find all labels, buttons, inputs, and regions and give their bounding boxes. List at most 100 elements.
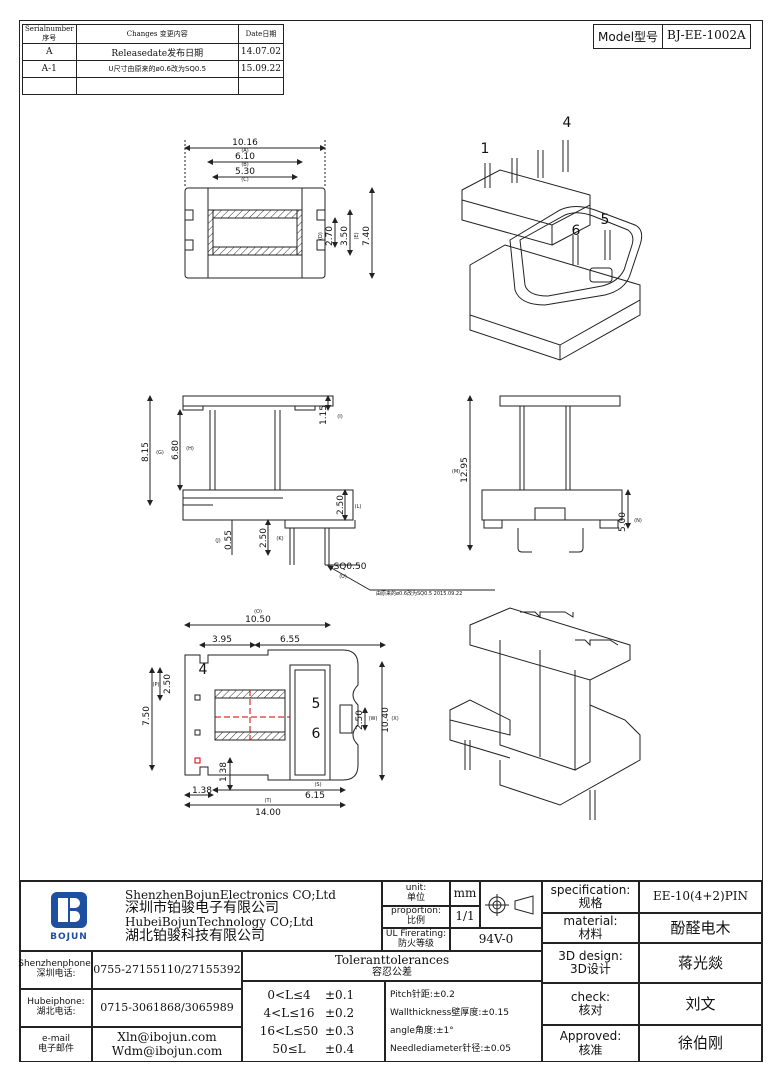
wall-tol: Wallthickness壁厚度:±0.15 (390, 1007, 509, 1018)
company-cn-2: 湖北铂骏科技有限公司 (125, 927, 265, 944)
design-label: 3D design: 3D设计 (542, 943, 639, 983)
dim-w: 2.50 (355, 710, 365, 730)
dim-u: SQ0.50 (334, 562, 367, 572)
front-view (147, 395, 360, 566)
check-value: 刘文 (639, 983, 762, 1025)
dim-h: 6.80 (171, 440, 181, 460)
tol-value: ±0.2 (325, 1005, 355, 1020)
technical-drawing: 10.16 (A) 6.10 (B) 5.30 (C) 2.70 (D) 3.5… (141, 115, 643, 820)
tol-title: Toleranttolerances (334, 952, 450, 967)
logo-text: BOJUN (50, 932, 88, 942)
proportion-value: 1/1 (450, 906, 480, 928)
bottom-view (149, 622, 386, 808)
company-en-1: ShenzhenBojunElectronics CO;Ltd (125, 887, 336, 902)
sz-phone-label: Shenzhenphone: 深圳电话: (18, 951, 94, 989)
tol-range: 50≤L (272, 1041, 306, 1056)
dim-l: 2.50 (336, 495, 346, 515)
needle-tol: Needlediameter针径:±0.05 (390, 1043, 511, 1054)
tol-value: ±0.1 (325, 987, 355, 1002)
dim-g-tag: (G) (156, 450, 164, 456)
projection-symbol (480, 881, 542, 928)
dim-i-tag: (I) (337, 414, 342, 420)
dim-y: 1.38 (219, 762, 229, 782)
pin-label-6-bottom: 6 (312, 726, 321, 742)
dim-b: 6.10 (235, 152, 255, 162)
dim-o: 10.50 (245, 615, 271, 625)
tol-value: ±0.4 (325, 1041, 355, 1056)
tol-range: 4<L≤16 (263, 1005, 315, 1020)
email-1: Xln@ibojun.com (117, 1030, 217, 1045)
dim-s-tag: (S) (314, 782, 321, 788)
unit-label: unit: 单位 (382, 881, 450, 906)
dim-f: 7.40 (362, 226, 372, 246)
tolerance-header: Toleranttolerances 容忍公差 (242, 951, 542, 981)
revision-table: Serialnumber序号 Changes 变更内容 Date日期 A Rel… (22, 24, 285, 95)
pin-label-1: 1 (481, 141, 490, 157)
revision-note: 由原来的ø0.6改为SQ0.5 2015.09.22 (376, 590, 462, 597)
top-view (184, 140, 375, 279)
check-label: check: 核对 (542, 983, 639, 1025)
bojun-logo: BOJUN (27, 888, 113, 944)
spec-label: specification: 规格 (542, 881, 639, 913)
dim-x: 10.40 (381, 707, 391, 733)
company-cn-1: 深圳市铂骏电子有限公司 (125, 900, 279, 917)
pin-label-5-bottom: 5 (312, 696, 321, 712)
material-label: material: 材料 (542, 913, 639, 943)
pin-label-4: 4 (563, 115, 572, 131)
model-value: BJ-EE-1002A (667, 28, 746, 42)
design-value: 蒋光燚 (639, 943, 762, 983)
approved-value: 徐伯刚 (639, 1025, 762, 1062)
dim-u-tag: (U) (339, 574, 347, 580)
ul-label: UL Firerating: 防火等级 (382, 928, 450, 951)
company-en-2: HubeiBojunTechnology CO;Ltd (125, 915, 314, 929)
dim-c: 5.30 (235, 167, 255, 177)
dim-a: 10.16 (232, 138, 258, 148)
projection-icon (485, 893, 534, 916)
material-value: 酚醛电木 (639, 913, 762, 943)
dim-g: 8.15 (141, 442, 151, 462)
dim-j: 0.55 (224, 530, 234, 550)
title-block: BOJUN ShenzhenBojunElectronics CO;Ltd 深圳… (18, 880, 762, 1062)
dim-n-tag: (N) (634, 518, 642, 524)
proportion-label: proportion: 比例 (382, 906, 450, 928)
dim-a-tag: (A) (241, 148, 248, 154)
spec-value: EE-10(4+2)PIN (639, 881, 762, 913)
dim-w-tag: (W) (369, 716, 378, 722)
email-label: e-mail 电子邮件 (20, 1027, 92, 1062)
tol-range: 0<L≤4 (267, 987, 311, 1002)
tol-title-cn: 容忍公差 (372, 967, 412, 979)
angle-tol: angle角度:±1° (390, 1025, 454, 1036)
dim-c-tag: (C) (241, 177, 248, 183)
model-label: Model型号 (594, 25, 664, 48)
company-cell: BOJUN ShenzhenBojunElectronics CO;Ltd 深圳… (20, 881, 382, 951)
unit-value: mm (450, 881, 480, 906)
approved-label: Approved: 核准 (542, 1025, 639, 1062)
tol-range: 16<L≤50 (259, 1023, 319, 1038)
tol-value: ±0.3 (325, 1023, 355, 1038)
pin-label-6: 6 (572, 223, 581, 239)
dim-p: 2.50 (163, 674, 173, 694)
iso-view-top (461, 140, 643, 361)
dim-m: 12.95 (460, 457, 470, 483)
hb-phone-label: Hubeiphone: 湖北电话: (20, 989, 92, 1027)
dim-d: 2.70 (325, 226, 335, 246)
dim-b-tag: (B) (241, 162, 248, 168)
rev-row-date: 15.09.22 (237, 60, 285, 78)
dim-v: 7.50 (142, 706, 152, 726)
dim-o-tag: (O) (254, 609, 262, 615)
dim-z: 1.38 (192, 786, 212, 796)
dim-s: 6.15 (305, 791, 325, 801)
dim-k-tag: (K) (276, 536, 283, 542)
pin-label-4-bottom: 4 (199, 662, 208, 678)
dim-n: 5.00 (618, 512, 628, 532)
dim-k: 2.50 (259, 528, 269, 548)
dim-i: 1.15 (319, 405, 329, 425)
dim-d-tag: (D) (318, 232, 324, 240)
dim-j-tag: (J) (215, 538, 220, 544)
iso-view-bottom (449, 607, 641, 820)
ul-value: 94V-0 (450, 928, 542, 951)
other-tolerances: Pitch针距:±0.2 Wallthickness壁厚度:±0.15 angl… (385, 981, 542, 1062)
pitch-tol: Pitch针距:±0.2 (390, 989, 455, 1000)
pin-label-5: 5 (601, 212, 610, 228)
dim-t: 14.00 (255, 808, 281, 818)
